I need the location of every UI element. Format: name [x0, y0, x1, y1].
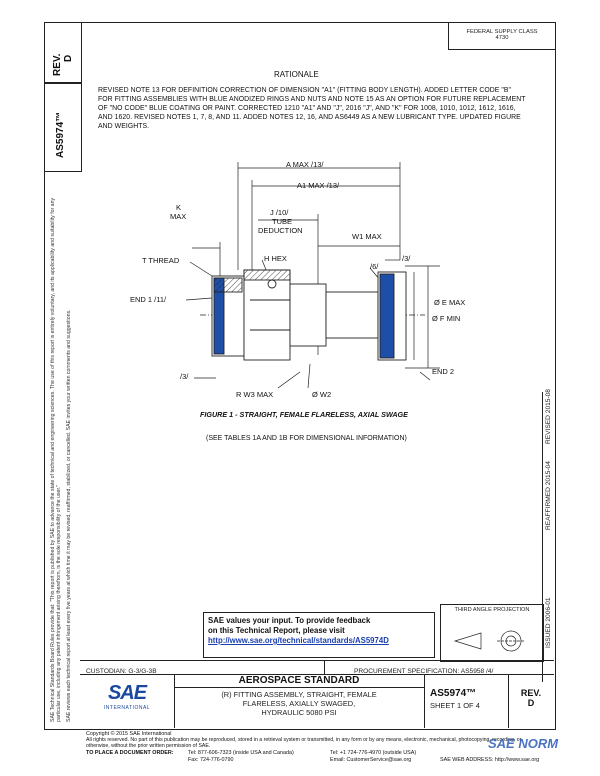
- rationale-body: REVISED NOTE 13 FOR DEFINITION CORRECTIO…: [98, 87, 526, 130]
- left-doc-number: AS5974™: [55, 111, 66, 158]
- feedback-line2: on this Technical Report, please visit: [208, 626, 345, 635]
- label-k: K: [176, 203, 182, 212]
- label-e-max: Ø E MAX: [434, 298, 466, 307]
- left-rev-letter: D: [63, 54, 74, 62]
- right-date-strip: [542, 392, 555, 682]
- projection-symbol-icon: [453, 630, 525, 652]
- footer-tel: Tel: 877-606-7323 (inside USA and Canada…: [188, 750, 294, 756]
- label-note3-top: /3/: [402, 254, 411, 263]
- custodian: CUSTODIAN: G-3/G-3B: [86, 668, 157, 675]
- label-end2: END 2: [432, 367, 455, 376]
- rev-cell: REV. D: [508, 674, 554, 728]
- figure-caption: FIGURE 1 - STRAIGHT, FEMALE FLARELESS, A…: [200, 410, 408, 419]
- title-cell: AEROSPACE STANDARD (R) FITTING ASSEMBLY,…: [174, 674, 425, 728]
- title-line3: HYDRAULIC 5080 PSI: [261, 708, 337, 717]
- sheet-frame: [44, 22, 556, 730]
- reaffirmed-date: REAFFIRMED 2015-04: [545, 461, 552, 530]
- watermark: SAE NORM: [488, 736, 559, 751]
- doc-number-cell: AS5974™ SHEET 1 OF 4: [424, 674, 509, 728]
- federal-supply-line1: FEDERAL SUPPLY CLASS: [466, 29, 538, 35]
- federal-supply-box: FEDERAL SUPPLY CLASS 4730: [448, 22, 556, 50]
- procurement-spec: PROCUREMENT SPECIFICATION: AS5958 /4/: [354, 668, 494, 675]
- projection-box: THIRD ANGLE PROJECTION: [440, 604, 544, 662]
- label-k-max: MAX: [170, 212, 187, 221]
- footer-copyright: Copyright © 2015 SAE International: [86, 731, 172, 737]
- federal-supply-line2: 4730: [495, 35, 509, 41]
- side-note-standards: SAE Technical Standards Board Rules prov…: [50, 197, 62, 722]
- rationale-title: RATIONALE: [274, 70, 319, 79]
- figure-subcaption: (SEE TABLES 1A AND 1B FOR DIMENSIONAL IN…: [206, 435, 407, 442]
- feedback-link[interactable]: http://www.sae.org/technical/standards/A…: [208, 636, 389, 645]
- left-doc-box: [44, 82, 82, 172]
- rev-letter: D: [527, 698, 535, 708]
- label-w1-max: W1 MAX: [352, 232, 382, 241]
- feedback-box: SAE values your input. To provide feedba…: [203, 612, 435, 658]
- side-note-review: SAE reviews each technical report at lea…: [66, 309, 72, 723]
- label-note3-bottom: /3/: [180, 372, 189, 381]
- label-note6: /6/: [370, 262, 379, 271]
- label-f-min: Ø F MIN: [432, 314, 461, 323]
- logo-cell: SAE INTERNATIONAL: [80, 674, 175, 728]
- footer-web: SAE WEB ADDRESS: http://www.sae.org: [440, 757, 540, 763]
- title-line2: FLARELESS, AXIALLY SWAGED,: [242, 699, 356, 708]
- sheet-number: SHEET 1 OF 4: [430, 701, 480, 710]
- category: AEROSPACE STANDARD: [174, 674, 424, 688]
- footer-rights: All rights reserved. No part of this pub…: [86, 737, 522, 749]
- footer-email: Email: CustomerService@sae.org: [330, 757, 412, 763]
- footer-order-label: TO PLACE A DOCUMENT ORDER:: [86, 750, 174, 756]
- label-a-max: A MAX /13/: [286, 160, 324, 169]
- sae-logo-sub: INTERNATIONAL: [103, 705, 151, 711]
- label-deduction: DEDUCTION: [258, 226, 303, 235]
- issued-date: ISSUED 2006-01: [545, 597, 552, 648]
- label-t-thread: T THREAD: [142, 256, 180, 265]
- custodian-row: CUSTODIAN: G-3/G-3B: [80, 660, 325, 675]
- label-end1: END 1 /11/: [130, 295, 167, 304]
- label-w2: Ø W2: [312, 390, 332, 399]
- sae-logo: SAE: [107, 682, 147, 704]
- title-line1: (R) FITTING ASSEMBLY, STRAIGHT, FEMALE: [221, 690, 377, 699]
- footer-fax: Fax: 724-776-0790: [188, 757, 234, 763]
- label-j: J /10/: [270, 208, 289, 217]
- footer-tel2: Tel: +1 724-776-4970 (outside USA): [330, 750, 417, 756]
- doc-number: AS5974™: [430, 688, 477, 699]
- title-block: [80, 660, 554, 729]
- feedback-line1: SAE values your input. To provide feedba…: [208, 616, 371, 625]
- label-a1-max: A1 MAX /13/: [297, 181, 340, 190]
- label-h-hex: H HEX: [264, 254, 287, 263]
- projection-label: THIRD ANGLE PROJECTION: [454, 607, 530, 613]
- left-rev-box: [44, 22, 82, 84]
- label-tube: TUBE: [272, 217, 293, 226]
- rev-label: REV.: [520, 688, 542, 698]
- label-r-w3-max: R W3 MAX: [236, 390, 274, 399]
- fitting-drawing: [185, 162, 440, 389]
- revised-date: REVISED 2015-08: [545, 389, 552, 444]
- procurement-row: PROCUREMENT SPECIFICATION: AS5958 /4/: [324, 660, 554, 675]
- left-rev-label: REV.: [52, 53, 63, 76]
